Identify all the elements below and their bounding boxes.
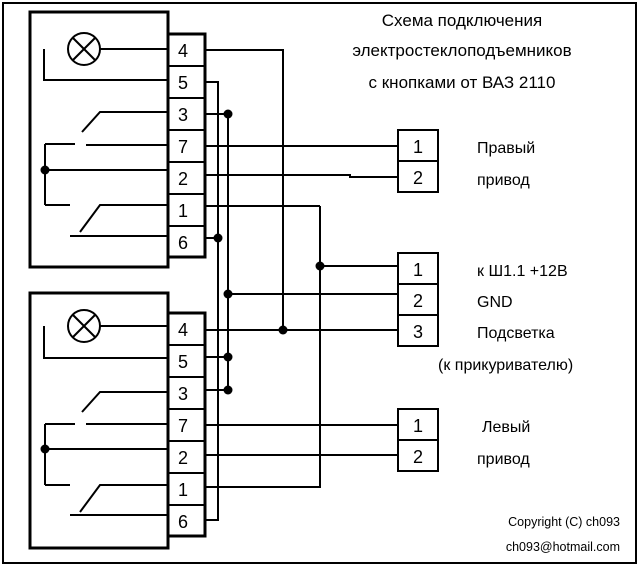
power-connector: [397, 252, 439, 347]
top-pin-6: 6: [178, 233, 188, 253]
bottom-pin-6: 6: [178, 512, 188, 532]
left-drive-label-2: привод: [477, 451, 530, 468]
top-pin-4: 4: [178, 41, 188, 61]
top-pin-1: 1: [178, 201, 188, 221]
top-lamp-icon: [67, 32, 101, 66]
copyright-line: Copyright (C) ch093: [508, 515, 620, 529]
left-drive-pin-1: 1: [413, 416, 423, 436]
bottom-pin-4: 4: [178, 320, 188, 340]
top-pin-7: 7: [178, 137, 188, 157]
bottom-pin-2: 2: [178, 448, 188, 468]
bottom-pin-7: 7: [178, 416, 188, 436]
top-pin-2: 2: [178, 169, 188, 189]
wires: [205, 49, 398, 521]
right-drive-label-2: привод: [477, 172, 530, 189]
bottom-pin-1: 1: [178, 480, 188, 500]
bottom-pin-5: 5: [178, 352, 188, 372]
top-button-block: [28, 10, 207, 269]
power-label-cigarette: (к прикуривателю): [438, 357, 573, 374]
bottom-pin-3: 3: [178, 384, 188, 404]
top-pin-5: 5: [178, 73, 188, 93]
title-line-1: Схема подключения: [382, 11, 542, 30]
top-pin-3: 3: [178, 105, 188, 125]
right-drive-label-1: Правый: [477, 140, 535, 157]
power-pin-1: 1: [413, 260, 423, 280]
left-drive-label-1: Левый: [482, 419, 530, 436]
power-label-12v: к Ш1.1 +12В: [477, 263, 568, 280]
bottom-lamp-icon: [67, 309, 101, 343]
title-line-2: электростеклоподъемников: [352, 41, 571, 60]
right-drive-pin-1: 1: [413, 137, 423, 157]
power-pin-2: 2: [413, 291, 423, 311]
power-label-backlight: Подсветка: [477, 325, 555, 342]
title-line-3: с кнопками от ВАЗ 2110: [369, 73, 556, 92]
power-label-gnd: GND: [477, 294, 513, 311]
right-drive-connector: [397, 129, 439, 193]
left-drive-pin-2: 2: [413, 447, 423, 467]
copyright-email: ch093@hotmail.com: [506, 540, 620, 554]
right-drive-pin-2: 2: [413, 168, 423, 188]
left-drive-connector: [397, 408, 439, 472]
power-pin-3: 3: [413, 322, 423, 342]
